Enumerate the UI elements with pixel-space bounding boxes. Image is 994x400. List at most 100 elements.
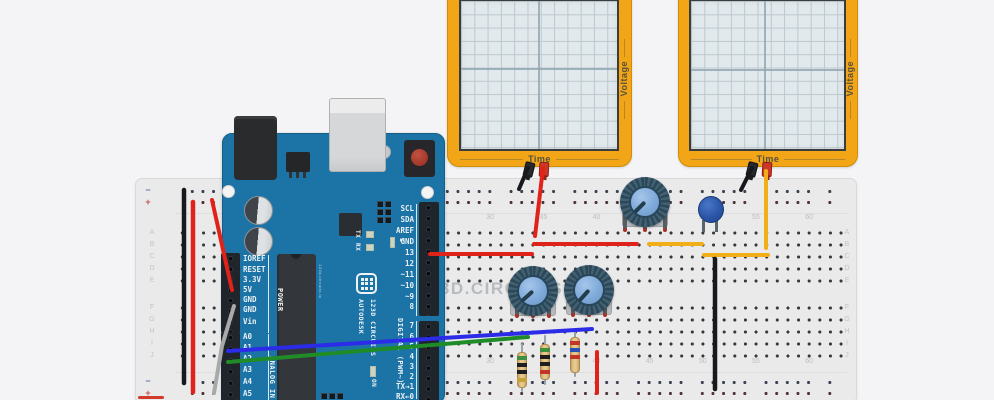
column-number: 40	[592, 214, 601, 221]
grid-major-line	[538, 1, 540, 149]
power-group-label: POWER	[276, 288, 284, 312]
silkscreen-note: 123d.circuits.io	[318, 264, 323, 299]
resistor-2-band	[540, 370, 550, 374]
row-letter: A	[149, 229, 155, 236]
oscilloscope-1[interactable]: Time Voltage	[447, 0, 632, 178]
row-letter: E	[844, 277, 850, 284]
pin-label-13: 13	[404, 248, 414, 257]
resistor-3-band	[570, 355, 580, 359]
grid-major-line	[691, 69, 844, 71]
column-number: 60	[805, 358, 813, 365]
resistor-3-band	[570, 341, 580, 345]
usb-interface-chip	[339, 213, 362, 236]
power-led	[370, 366, 376, 377]
tx-led	[366, 231, 374, 238]
pin-label-7: 7	[409, 321, 414, 330]
row-letter: J	[845, 352, 849, 359]
top-rail-minus[interactable]	[187, 186, 837, 196]
pin-label-8: 8	[409, 302, 414, 311]
ic-notch	[291, 254, 301, 259]
pin-label-GND: GND	[243, 305, 257, 314]
resistor-2-band	[540, 362, 550, 366]
ceramic-capacitor[interactable]	[698, 195, 724, 223]
breadboard-divider	[175, 372, 847, 373]
potentiometer-right-leg-tip	[571, 313, 575, 317]
potentiometer-top-leg-tip	[663, 228, 667, 232]
pin-label-Vin: Vin	[243, 317, 257, 326]
grid-major-line	[461, 68, 617, 70]
icsp-header-bottom[interactable]	[321, 393, 343, 400]
pin-label-3: 3	[409, 362, 414, 371]
potentiometer-top-leg-tip	[623, 228, 627, 232]
analog-group-label: ANALOG IN	[268, 356, 276, 399]
potentiometer-left-leg-tip	[547, 314, 551, 318]
potentiometer-top-leg	[623, 214, 627, 231]
pin-label-SDA: SDA	[400, 215, 414, 224]
time-axis-label: Time	[460, 152, 619, 166]
rx-led-label: RX	[354, 243, 361, 252]
resistor-1-band	[517, 363, 527, 367]
pin-label-12: 12	[404, 259, 414, 268]
potentiometer-left-leg-tip	[515, 314, 519, 318]
pin-label-~11: ~11	[400, 270, 414, 279]
pin-label-~9: ~9	[404, 292, 414, 301]
pin-label-A4: A4	[243, 377, 253, 386]
potentiometer-right-leg-tip	[587, 313, 591, 317]
row-letter: E	[149, 277, 155, 284]
autodesk-123d-logo	[356, 273, 377, 294]
reset-button-base	[404, 140, 435, 177]
pin-label-A5: A5	[243, 389, 253, 398]
ceramic-capacitor-leg	[714, 220, 718, 232]
row-letter: F	[149, 304, 155, 311]
bottom-rail-minus[interactable]	[187, 377, 837, 387]
row-letter: H	[149, 328, 155, 335]
potentiometer-right-leg-tip	[603, 313, 607, 317]
pin-label-5V: 5V	[243, 285, 253, 294]
led-13-label: 1	[398, 238, 405, 243]
row-letter: I	[846, 340, 848, 347]
pin-label-GND: GND	[400, 237, 414, 246]
digital-header-high[interactable]	[419, 202, 439, 316]
reset-button[interactable]	[411, 149, 428, 166]
time-axis-label: Time	[691, 152, 845, 166]
column-number: 55	[751, 358, 760, 365]
usb-port	[329, 98, 386, 172]
oscilloscope-1-screen	[459, 0, 619, 151]
pin-label-GND: GND	[243, 295, 257, 304]
silkscreen-line	[268, 255, 269, 333]
probe-red[interactable]	[538, 161, 550, 178]
row-letter: C	[844, 253, 850, 260]
row-letter: F	[844, 304, 850, 311]
row-letter: B	[844, 241, 850, 248]
oscilloscope-2[interactable]: Time Voltage	[678, 0, 858, 178]
oscilloscope-2-screen	[689, 0, 846, 151]
probe-red[interactable]	[761, 161, 773, 178]
resistor-3-band	[570, 348, 580, 352]
silkscreen-line	[268, 334, 269, 400]
mounting-hole	[421, 186, 434, 199]
row-letter: I	[151, 340, 153, 347]
potentiometer-top-leg-tip	[643, 228, 647, 232]
row-letter: H	[844, 328, 850, 335]
bottom-rail-plus[interactable]	[187, 388, 837, 398]
breadboard-divider	[175, 213, 847, 214]
column-number: 50	[698, 358, 707, 365]
led-13	[390, 237, 395, 248]
tx-led-label: TX	[354, 230, 361, 239]
icsp-header[interactable]	[377, 201, 391, 223]
potentiometer-top-leg	[663, 214, 667, 231]
column-number: 45	[645, 358, 654, 365]
row-letter: B	[149, 241, 155, 248]
row-letter: A	[844, 229, 850, 236]
row-letter: D	[149, 265, 155, 272]
row-letter: D	[844, 265, 850, 272]
top-rail-plus[interactable]	[187, 197, 837, 207]
ceramic-capacitor-leg	[701, 220, 705, 232]
column-number: 55	[751, 214, 760, 221]
column-number: 30	[486, 214, 495, 221]
resistor-1-band	[517, 378, 527, 382]
rail-plus-sign: +	[145, 388, 151, 398]
resistor-1-band	[517, 370, 527, 374]
